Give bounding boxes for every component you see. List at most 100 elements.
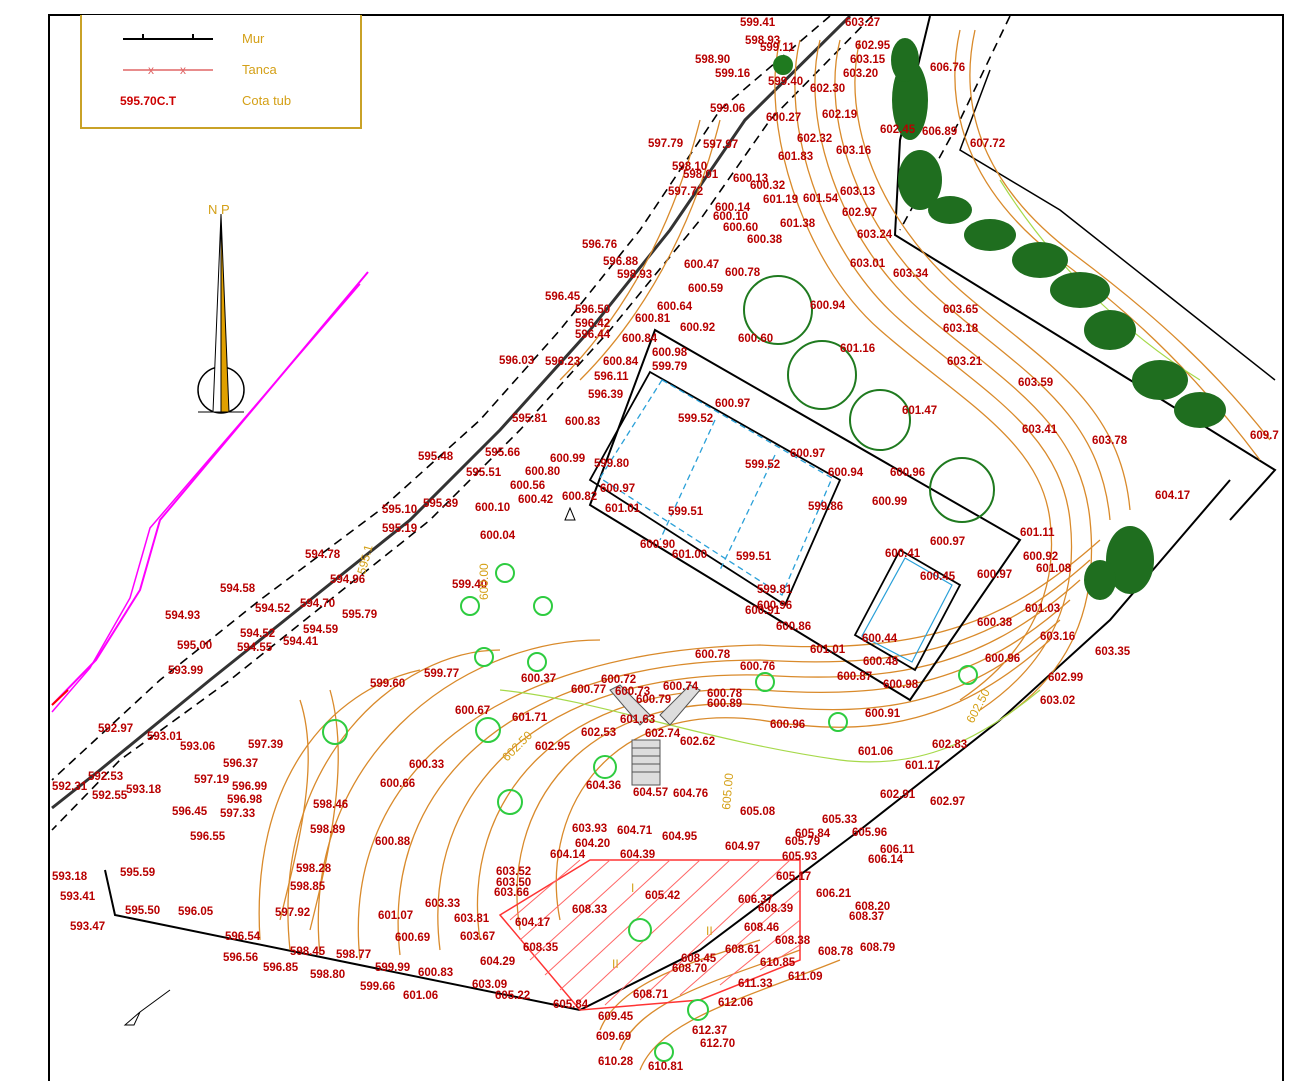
elevation-label: 595.39 xyxy=(423,498,458,510)
elevation-label: 600.66 xyxy=(380,778,415,790)
elevation-label: 600.94 xyxy=(828,467,864,479)
elevation-label: 600.42 xyxy=(518,494,553,506)
elevation-label: 600.90 xyxy=(640,539,675,551)
wall-line xyxy=(51,16,852,810)
elevation-label: 603.65 xyxy=(943,304,979,316)
elevation-label: 603.16 xyxy=(836,145,871,157)
elevation-label: 594.78 xyxy=(305,549,341,561)
elevation-label: 608.39 xyxy=(758,903,793,915)
elevation-label: 610.85 xyxy=(760,957,796,969)
elevation-label: 600.10 xyxy=(713,211,748,223)
legend-fence-label: Tanca xyxy=(242,62,277,77)
elevation-label: 606.11 xyxy=(880,844,915,856)
elevation-label: 599.99 xyxy=(375,962,410,974)
elevation-label: 609.45 xyxy=(598,1011,634,1023)
legend-row-wall: Mur xyxy=(82,27,360,51)
contour-label: 605.00 xyxy=(719,772,736,810)
elevation-label: 598.85 xyxy=(290,881,326,893)
elevation-label: 601.01 xyxy=(810,644,846,656)
elevation-label: 603.50 xyxy=(496,877,531,889)
legend-cota-sample: 595.70C.T xyxy=(120,94,177,108)
elevation-label: 604.20 xyxy=(575,838,610,850)
elevation-label: 603.02 xyxy=(1040,695,1075,707)
elevation-label: 604.14 xyxy=(550,849,586,861)
contour-label: 600.00 xyxy=(477,563,491,600)
forest-canopy xyxy=(891,38,1226,600)
elevation-label: 610.28 xyxy=(598,1056,634,1068)
elevation-label: 602.97 xyxy=(842,207,877,219)
elevation-label: 596.98 xyxy=(227,794,263,806)
elevation-label: 598.89 xyxy=(310,824,345,836)
elevation-label: 603.13 xyxy=(840,186,875,198)
elevation-label: 599.66 xyxy=(360,981,395,993)
elevation-label: 603.15 xyxy=(850,54,886,66)
elevation-label: 608.35 xyxy=(523,942,559,954)
elevation-label: 605.96 xyxy=(852,827,887,839)
elevation-label: 605.84 xyxy=(795,828,831,840)
elevation-label: 600.96 xyxy=(890,467,925,479)
elevation-label: 600.67 xyxy=(455,705,490,717)
elevation-label: 596.88 xyxy=(603,256,639,268)
elevation-label: 601.06 xyxy=(403,990,438,1002)
elevation-label: 599.52 xyxy=(678,413,713,425)
elevation-label: 605.33 xyxy=(822,814,857,826)
elevation-label: 598.77 xyxy=(336,949,371,961)
elevation-label: 606.21 xyxy=(816,888,852,900)
elevation-label: 596.45 xyxy=(172,806,208,818)
elevation-label: 603.20 xyxy=(843,68,878,80)
elevation-label: 596.99 xyxy=(232,781,267,793)
elevation-label: 598.90 xyxy=(695,54,730,66)
elevation-label: 600.33 xyxy=(409,759,444,771)
elevation-label: 601.17 xyxy=(905,760,940,772)
elevation-label: 598.46 xyxy=(313,799,348,811)
elevation-label: 600.96 xyxy=(757,600,792,612)
elevation-label: 608.33 xyxy=(572,904,607,916)
elevation-label: 600.78 xyxy=(725,267,761,279)
elevation-label: 594.52 xyxy=(240,628,275,640)
elevation-label: 608.45 xyxy=(681,953,717,965)
elevation-label: 603.35 xyxy=(1095,646,1131,658)
elevation-label: 600.45 xyxy=(920,571,956,583)
elevation-label: 600.97 xyxy=(977,569,1012,581)
road-edge-inner xyxy=(51,16,873,831)
elevation-label: 600.13 xyxy=(733,173,768,185)
elevation-label: 603.34 xyxy=(893,268,929,280)
elevation-label: 607.72 xyxy=(970,138,1005,150)
elevation-label: 600.92 xyxy=(680,322,715,334)
elevation-label: 603.16 xyxy=(1040,631,1075,643)
elevation-label: 603.01 xyxy=(850,258,886,270)
elevation-label: 600.56 xyxy=(510,480,545,492)
elevation-label: 599.51 xyxy=(736,551,772,563)
elevation-label: 597.33 xyxy=(220,808,255,820)
elevation-label: 595.66 xyxy=(485,447,520,459)
elevation-label: 605.17 xyxy=(776,871,811,883)
elevation-label: 600.78 xyxy=(695,649,731,661)
elevation-label: 599.16 xyxy=(715,68,750,80)
elevation-label: 603.24 xyxy=(857,229,893,241)
elevation-label: 600.96 xyxy=(770,719,805,731)
elevation-label: 601.11 xyxy=(1020,527,1055,539)
elevation-label: 601.01 xyxy=(605,503,641,515)
elevation-label: 600.77 xyxy=(571,684,606,696)
elevation-label: 598.93 xyxy=(617,269,652,281)
elevation-label: 599.51 xyxy=(668,506,704,518)
elevation-label: 600.82 xyxy=(562,491,597,503)
elevation-label: 602.30 xyxy=(810,83,845,95)
elevation-label: 604.17 xyxy=(515,917,550,929)
legend-box: Mur x x Tanca 595.70C.T Cota tub xyxy=(80,15,362,129)
elevation-label: 600.96 xyxy=(985,653,1020,665)
elevation-label: 598.45 xyxy=(290,946,326,958)
property-boundary xyxy=(51,271,369,706)
elevation-label: 604.95 xyxy=(662,831,698,843)
elevation-label: 600.99 xyxy=(550,453,585,465)
elevation-label: 597.97 xyxy=(703,139,738,151)
sector-label: I xyxy=(631,881,634,895)
elevation-label: 600.86 xyxy=(776,621,811,633)
elevation-label: 604.36 xyxy=(586,780,621,792)
elevation-label: 603.67 xyxy=(460,931,495,943)
elevation-label: 600.48 xyxy=(863,656,899,668)
elevation-label: 600.80 xyxy=(525,466,560,478)
elevation-label: 600.44 xyxy=(862,633,898,645)
